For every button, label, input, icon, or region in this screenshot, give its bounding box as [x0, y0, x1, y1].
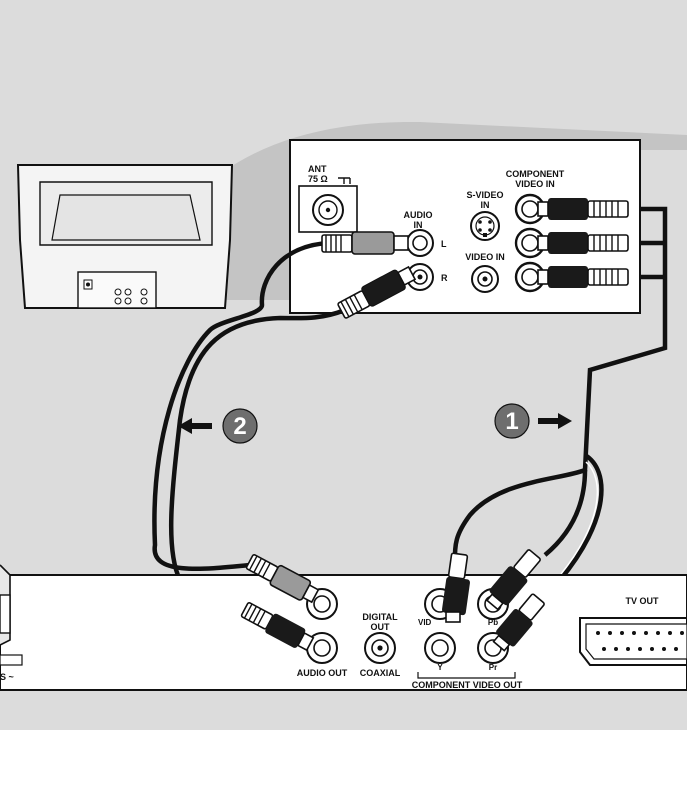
- tv-back-illustration: [16, 164, 234, 309]
- video-label: VID: [418, 618, 432, 627]
- scart-connector: [579, 617, 687, 666]
- audio-r-label: R: [441, 273, 448, 283]
- digital-out-label: DIGITAL: [362, 612, 398, 622]
- pb-label: Pb: [488, 618, 498, 627]
- coaxial-jack: [364, 632, 396, 664]
- audio-out-label: AUDIO OUT: [297, 668, 348, 678]
- dvd-component-plug-y: [441, 552, 471, 623]
- zoom-projection: [140, 121, 687, 300]
- dvd-component-plug-pr: [492, 593, 545, 652]
- video-in-jack: [471, 265, 499, 293]
- audio-cable-left: [152, 240, 331, 571]
- step-1-number: 1: [505, 408, 518, 435]
- tv-connector-panel: ANT 75 Ω AUDIO IN L R S-VIDEO IN: [289, 139, 641, 314]
- component-plug-pb: [537, 232, 629, 254]
- component-in-label-2: VIDEO IN: [515, 179, 555, 189]
- component-cable-pr-branch-highlight: [560, 461, 599, 575]
- dvd-back-panel: S ~ AUDIO OUT DIGITAL OUT COAXIAL VID: [0, 564, 687, 691]
- dvd-component-plug-pb: [485, 549, 541, 611]
- audio-out-jack-r: [306, 632, 338, 664]
- scart-pins: [596, 631, 684, 651]
- audio-l-label: L: [441, 239, 447, 249]
- dvd-audio-plug-r: [240, 602, 315, 652]
- pr-label: Pr: [489, 663, 497, 672]
- step-1-marker: 1: [494, 403, 572, 439]
- ant-ohm-label: 75 Ω: [308, 174, 328, 184]
- component-in-label: COMPONENT: [506, 169, 565, 179]
- audio-plug-l: [321, 231, 409, 255]
- audio-in-l-jack: [406, 229, 434, 257]
- component-cable-pr-branch: [558, 453, 604, 582]
- dvd-audio-plug-l: [245, 554, 320, 604]
- mains-label: S ~: [0, 672, 14, 682]
- video-in-label: VIDEO IN: [465, 252, 505, 262]
- component-out-jack-y: [424, 632, 456, 664]
- audio-plug-r: [337, 265, 417, 319]
- component-in-jack-pb: [514, 227, 546, 259]
- component-cable-pb-branch: [543, 240, 665, 557]
- arrow-left-icon: [178, 418, 212, 434]
- coaxial-label: COAXIAL: [360, 668, 401, 678]
- component-plug-pr: [537, 266, 629, 288]
- audio-in-label-2: IN: [414, 220, 423, 230]
- svideo-label-2: IN: [481, 200, 490, 210]
- step-2-marker: 2: [178, 408, 258, 444]
- ant-symbol-icon: [338, 177, 351, 184]
- ant-label: ANT: [308, 164, 327, 174]
- audio-in-label: AUDIO: [404, 210, 433, 220]
- component-video-out-label: COMPONENT VIDEO OUT: [412, 680, 523, 690]
- digital-out-label-2: OUT: [371, 622, 391, 632]
- step-2-number: 2: [233, 413, 246, 440]
- svideo-label: S-VIDEO: [466, 190, 503, 200]
- svideo-jack: [470, 211, 500, 241]
- tv-out-label: TV OUT: [626, 596, 660, 606]
- arrow-right-icon: [538, 413, 572, 429]
- y-label: Y: [437, 663, 443, 672]
- component-plug-y: [537, 198, 629, 220]
